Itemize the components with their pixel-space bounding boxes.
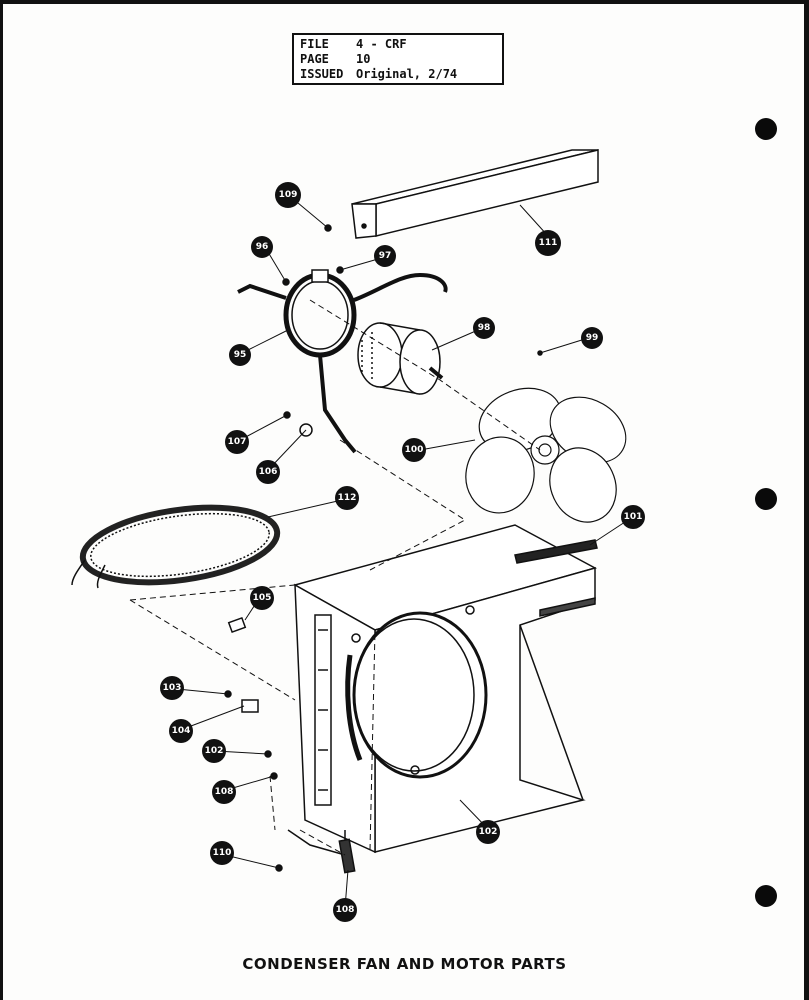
binder-hole-middle: [755, 488, 777, 510]
left-scan-edge: [0, 0, 3, 1000]
svg-text:102: 102: [205, 746, 224, 756]
svg-text:101: 101: [624, 512, 643, 522]
callout-96: 96: [251, 236, 273, 258]
fan-motor: [357, 322, 444, 395]
issued-label: ISSUED: [300, 67, 344, 81]
callout-98: 98: [473, 317, 495, 339]
callout-107: 107: [225, 430, 249, 454]
callout-101: 101: [621, 505, 645, 529]
svg-text:107: 107: [228, 437, 247, 447]
hardware-parts: [224, 224, 543, 874]
binder-hole-bottom: [755, 885, 777, 907]
svg-text:96: 96: [256, 242, 269, 252]
svg-text:100: 100: [405, 445, 424, 455]
page-value: 10: [356, 52, 371, 66]
svg-text:110: 110: [213, 848, 232, 858]
callout-109-top: 109: [275, 182, 301, 208]
issued-value: Original, 2/74: [356, 67, 458, 81]
callout-104: 104: [169, 719, 193, 743]
callout-111: 111: [535, 230, 561, 256]
binder-hole-top: [755, 118, 777, 140]
callout-100: 100: [402, 438, 426, 462]
file-info-box: FILE 4 - CRF PAGE 10 ISSUED Original, 2/74: [292, 33, 504, 85]
svg-text:97: 97: [379, 251, 392, 261]
fan-shroud: [287, 524, 597, 856]
svg-text:104: 104: [172, 726, 191, 736]
svg-text:106: 106: [259, 467, 278, 477]
callout-99: 99: [581, 327, 603, 349]
svg-text:102: 102: [479, 827, 498, 837]
svg-text:103: 103: [163, 683, 182, 693]
bracket-rail: [351, 149, 599, 239]
svg-text:108: 108: [215, 787, 234, 797]
svg-text:99: 99: [586, 333, 599, 343]
callout-leaders: [176, 202, 629, 909]
callouts: 109 111 96 97 95 98 99 107 106 100 112 1…: [160, 182, 645, 922]
file-label: FILE: [300, 37, 329, 51]
page-label: PAGE: [300, 52, 329, 66]
svg-text:109: 109: [279, 190, 298, 200]
callout-108-bottom: 108: [333, 898, 357, 922]
diagram-caption: CONDENSER FAN AND MOTOR PARTS: [242, 955, 567, 973]
svg-text:108: 108: [336, 905, 355, 915]
assembly-leader-lines: [129, 299, 541, 856]
callout-102-small: 102: [202, 739, 226, 763]
file-value: 4 - CRF: [356, 37, 407, 51]
callout-110: 110: [210, 841, 234, 865]
callout-108-left: 108: [212, 780, 236, 804]
callout-97: 97: [374, 245, 396, 267]
svg-text:111: 111: [539, 238, 558, 248]
callout-105: 105: [250, 586, 274, 610]
callout-103: 103: [160, 676, 184, 700]
callout-106: 106: [256, 460, 280, 484]
top-scan-edge: [0, 0, 809, 4]
fan-blade: [465, 387, 627, 523]
filter-strip: [514, 539, 598, 617]
right-scan-edge: [804, 0, 809, 1000]
svg-text:105: 105: [253, 593, 272, 603]
callout-112: 112: [335, 486, 359, 510]
callout-95: 95: [229, 344, 251, 366]
svg-text:112: 112: [338, 493, 357, 503]
callout-102-shroud: 102: [476, 820, 500, 844]
condenser-gasket-belt: [71, 504, 281, 589]
svg-text:98: 98: [478, 323, 491, 333]
svg-text:95: 95: [234, 350, 247, 360]
